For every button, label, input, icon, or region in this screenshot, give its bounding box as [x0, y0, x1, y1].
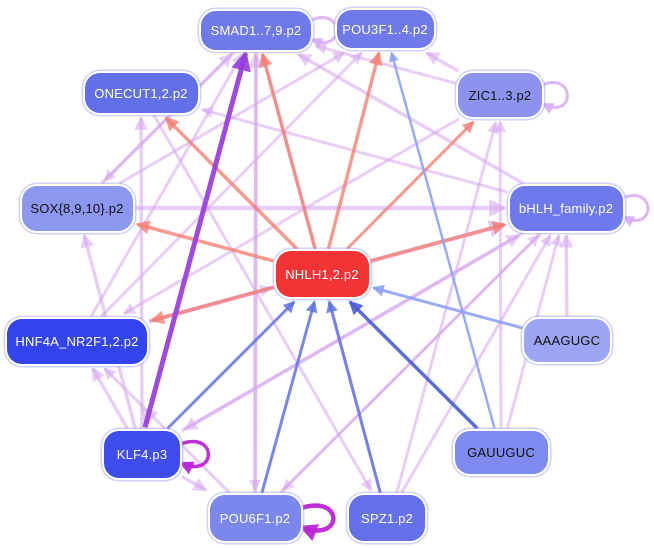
edge-nhlh-onecut [164, 116, 299, 251]
self-loop-pou6f1 [297, 503, 336, 541]
node-bhlh[interactable]: bHLH_family.p2 [509, 185, 623, 231]
node-nhlh[interactable]: NHLH1,2.p2 [275, 251, 369, 297]
edge-smad-sox [103, 50, 236, 182]
edge-gauuguc-pou3f1 [389, 51, 496, 429]
node-smad[interactable]: SMAD1..7,9.p2 [201, 10, 311, 50]
node-aaagugc[interactable]: AAAGUGC [524, 318, 610, 362]
edge-nhlh-bhlh [370, 220, 507, 263]
node-label: POU6F1.p2 [219, 510, 291, 526]
edge-nhlh-smad [258, 52, 317, 250]
node-label: POU3F1..4.p2 [342, 21, 428, 37]
node-label: SPZ1.p2 [361, 510, 413, 526]
node-label: NHLH1,2.p2 [285, 266, 359, 282]
node-onecut[interactable]: ONECUT1,2.p2 [84, 73, 198, 113]
self-loop-klf4 [177, 439, 211, 475]
edge-spz1-nhlh [326, 300, 382, 494]
node-label: ZIC1..3.p2 [468, 87, 532, 103]
edge-gauuguc-nhlh [348, 300, 479, 430]
node-label: HNF4A_NR2F1,2.p2 [15, 333, 139, 349]
edge-nhlh-sox [135, 220, 274, 263]
node-label: GAUUGUC [467, 444, 535, 460]
edge-klf4-nhlh [166, 300, 296, 430]
node-label: AAAGUGC [533, 332, 601, 348]
edge-nhlh-pou3f1 [326, 50, 383, 250]
edge-bhlh-pou6f1 [281, 231, 543, 492]
edge-klf4-hnf4a [91, 366, 129, 430]
edge-bhlh-klf4 [183, 230, 525, 431]
node-label: SMAD1..7,9.p2 [210, 22, 302, 38]
edge-klf4-smad [142, 50, 251, 429]
node-spz1[interactable]: SPZ1.p2 [349, 495, 425, 541]
node-label: ONECUT1,2.p2 [94, 85, 188, 101]
edge-nhlh-zic [345, 120, 475, 251]
node-pou6f1[interactable]: POU6F1.p2 [209, 495, 301, 541]
edge-nhlh-hnf4a [149, 285, 274, 325]
node-klf4[interactable]: KLF4.p3 [104, 430, 180, 478]
edge-zic-pou3f1 [424, 51, 460, 73]
edge-onecut-spz1 [152, 114, 373, 492]
edge-hnf4a-smad [89, 52, 244, 318]
edge-zic-hnf4a [122, 117, 460, 315]
edge-pou6f1-nhlh [260, 300, 318, 494]
self-loop-smad [308, 16, 338, 49]
edge-smad-pou6f1 [249, 51, 262, 492]
edge-klf4-pou6f1 [181, 475, 208, 492]
node-gauuguc[interactable]: GAUUGUC [454, 430, 548, 474]
edge-aaagugc-bhlh [559, 233, 574, 317]
edge-aaagugc-nhlh [371, 284, 523, 330]
self-loop-zic [539, 81, 569, 114]
node-hnf4a[interactable]: HNF4A_NR2F1,2.p2 [7, 318, 147, 364]
edge-klf4-onecut [134, 115, 149, 429]
self-loop-bhlh [619, 194, 650, 227]
node-zic[interactable]: ZIC1..3.p2 [458, 73, 542, 117]
node-label: SOX{8,9,10}.p2 [30, 200, 124, 216]
node-pou3f1[interactable]: POU3F1..4.p2 [336, 10, 434, 48]
node-sox[interactable]: SOX{8,9,10}.p2 [21, 185, 133, 231]
node-label: bHLH_family.p2 [518, 200, 614, 216]
node-label: KLF4.p3 [116, 446, 168, 462]
